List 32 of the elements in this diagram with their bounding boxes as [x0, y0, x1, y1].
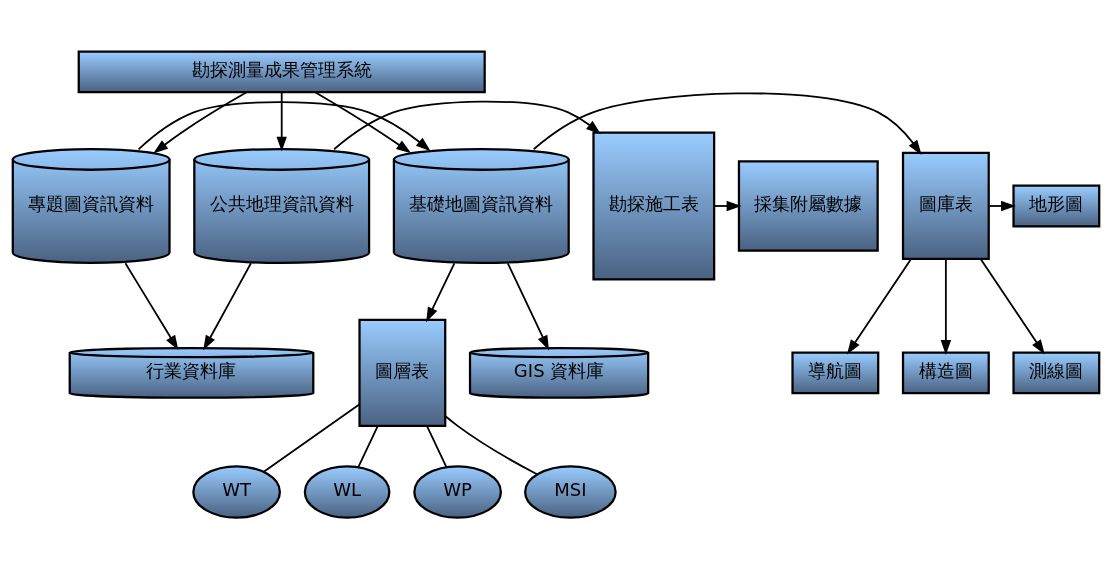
arrow	[532, 92, 922, 155]
arrow	[713, 200, 742, 211]
node-box: 勘探測量成果管理系統	[77, 49, 486, 93]
connector	[262, 403, 361, 473]
node-ellipse: WT	[192, 464, 281, 519]
node-ellipse: WP	[413, 464, 502, 519]
node-box: 圖庫表	[901, 151, 990, 260]
arrow	[988, 200, 1016, 211]
node-box: 地形圖	[1012, 184, 1101, 227]
node-box: 圖層表	[358, 318, 447, 427]
arrow	[846, 257, 912, 354]
arrow	[276, 90, 287, 152]
node-box: 測線圖	[1012, 350, 1101, 394]
connector	[357, 424, 379, 468]
node-box: 構造圖	[901, 350, 990, 394]
arrow	[153, 90, 248, 153]
arrow	[124, 261, 179, 350]
node-box: 導航圖	[791, 350, 880, 394]
arrow	[203, 261, 252, 350]
arrow	[333, 100, 601, 150]
arrow	[940, 257, 952, 355]
arrow	[314, 90, 412, 153]
node-ellipse: WL	[303, 464, 391, 519]
node-box: 採集附屬數據	[737, 159, 879, 252]
arrow	[426, 261, 456, 322]
arrow	[506, 261, 549, 350]
arrow	[979, 257, 1045, 354]
arrow	[137, 100, 431, 151]
connector	[444, 414, 538, 475]
connector	[426, 424, 448, 468]
node-ellipse: MSI	[524, 464, 617, 519]
node-box: 勘探施工表	[592, 131, 716, 280]
